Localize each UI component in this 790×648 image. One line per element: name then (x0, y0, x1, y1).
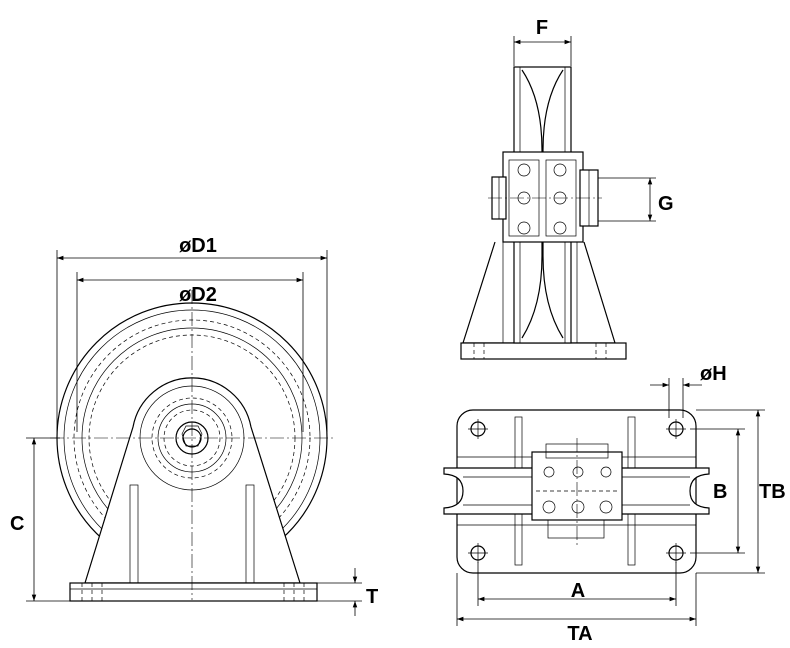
label-h: øH (700, 363, 727, 385)
dimension-f: F (513, 17, 572, 66)
dimension-t: T (317, 568, 378, 616)
dimension-a: A (477, 562, 677, 606)
dimension-g: G (598, 177, 674, 222)
dimension-h: øH (650, 363, 727, 418)
dimension-d2: øD2 (76, 272, 304, 432)
dimension-c: C (10, 437, 70, 602)
label-c: C (10, 513, 24, 535)
dimension-b: B (690, 428, 745, 554)
side-bearing (488, 151, 602, 243)
dimension-tb: TB (696, 409, 786, 574)
front-view (50, 290, 335, 602)
top-view (443, 409, 710, 574)
label-d1: øD1 (179, 235, 217, 257)
dimension-ta: TA (456, 573, 697, 645)
label-b: B (713, 481, 727, 503)
label-a: A (571, 580, 585, 602)
side-view (460, 66, 627, 360)
label-f: F (536, 17, 548, 39)
front-bracket (69, 377, 318, 602)
dimension-d1: øD1 (56, 235, 328, 432)
label-tb: TB (759, 481, 786, 503)
label-ta: TA (567, 623, 592, 645)
label-g: G (658, 193, 674, 215)
top-view-bolt-holes (468, 419, 686, 563)
label-t: T (366, 586, 378, 608)
label-d2: øD2 (179, 284, 217, 306)
